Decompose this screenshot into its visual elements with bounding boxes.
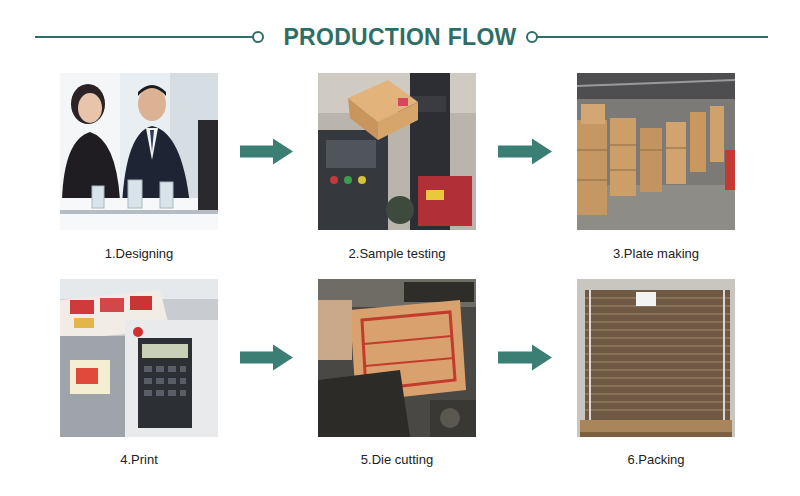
step-caption: 4.Print [30,452,248,468]
flow-arrow [240,139,293,165]
flow-arrow [498,139,552,165]
warehouse-photo [577,73,735,230]
flow-arrow [498,345,552,371]
step-panel: 3.Plate making [577,73,735,230]
title: PRODUCTION FLOW [0,22,800,52]
step-caption: 3.Plate making [547,246,765,262]
step-panel: 5.Die cutting [318,279,476,436]
step-caption: 5.Die cutting [288,452,506,468]
flow-arrow [240,345,293,371]
printer-photo [60,279,218,437]
tester-photo [318,73,476,230]
step-panel: 4.Print [60,279,218,436]
step-caption: 6.Packing [547,452,765,468]
die-cutter-photo [318,279,476,437]
step-panel: 1.Designing [60,73,218,230]
cardboard-stack-photo [577,279,735,437]
step-caption: 2.Sample testing [288,246,506,262]
step-caption: 1.Designing [30,246,248,262]
step-panel: 2.Sample testing [318,73,476,230]
step-panel: 6.Packing [577,279,735,436]
meeting-photo [60,73,218,230]
